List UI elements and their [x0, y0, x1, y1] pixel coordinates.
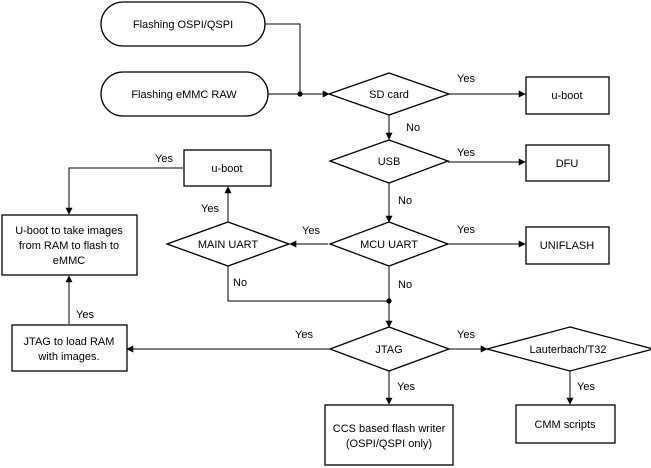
jtag-load-ram-box: JTAG to load RAM with images.	[11, 324, 128, 372]
jtag-decision: JTAG	[328, 326, 451, 372]
ccs-flash-writer-box: CCS based flash writer (OSPI/QSPI only)	[324, 404, 454, 466]
sd-card-no-label: No	[406, 122, 420, 134]
jtag-load-ram-line2: with images.	[37, 351, 99, 363]
uboot-left-box: u-boot	[183, 149, 272, 187]
uboot-right-label: u-boot	[551, 90, 582, 102]
main-uart-decision: MAIN UART	[165, 221, 291, 267]
top-junction-dot	[297, 91, 303, 97]
flashing-emmc-raw-label: Flashing eMMC RAW	[131, 89, 237, 101]
lower-junction-dot	[386, 298, 392, 304]
uniflash-label: UNIFLASH	[540, 240, 594, 252]
uboot-to-uboot-ram-arrow	[65, 167, 183, 215]
main-uart-no-line	[227, 266, 389, 302]
main-uart-label: MAIN UART	[198, 239, 259, 251]
ccs-flash-writer-line2: (OSPI/QSPI only)	[346, 438, 432, 450]
cmm-scripts-box: CMM scripts	[515, 404, 616, 444]
mcu-uart-no-label: No	[398, 279, 412, 291]
uboot-ram-to-emmc-line2: from RAM to flash to	[19, 240, 119, 252]
jtag-load-ram-line1: JTAG to load RAM	[24, 336, 115, 348]
uboot-ram-to-emmc-line3: eMMC	[53, 255, 85, 267]
uboot-ram-to-emmc-box: U-boot to take images from RAM to flash …	[1, 214, 138, 276]
mcu-uart-label: MCU UART	[360, 239, 418, 251]
main-uart-no-label: No	[233, 277, 247, 289]
uboot-ram-to-emmc-line1: U-boot to take images	[15, 225, 123, 237]
flashing-ospi-qspi-label: Flashing OSPI/QSPI	[133, 19, 233, 31]
usb-yes-label: Yes	[457, 147, 475, 159]
usb-no-label: No	[398, 195, 412, 207]
sd-card-decision: SD card	[327, 72, 451, 116]
dfu-label: DFU	[556, 158, 579, 170]
uniflash-box: UNIFLASH	[525, 226, 610, 265]
uboot-right-box: u-boot	[525, 76, 610, 115]
uboot-left-yes-label: Yes	[155, 153, 173, 165]
flashing-emmc-raw-terminal: Flashing eMMC RAW	[100, 71, 269, 117]
jtag-yes-down-label: Yes	[397, 381, 415, 393]
lauterbach-yes-label: Yes	[577, 381, 595, 393]
mcu-uart-yes-right-label: Yes	[457, 224, 475, 236]
connectors	[65, 23, 574, 405]
mcu-uart-yes-left-label: Yes	[302, 225, 320, 237]
usb-decision: USB	[328, 139, 450, 184]
ccs-flash-writer-line1: CCS based flash writer	[333, 423, 446, 435]
flashing-ospi-qspi-terminal: Flashing OSPI/QSPI	[100, 1, 266, 47]
sd-card-label: SD card	[369, 89, 409, 101]
jtag-ram-yes-label: Yes	[76, 309, 94, 321]
main-uart-yes-label: Yes	[201, 203, 219, 215]
lauterbach-t32-decision: Lauterbach/T32	[484, 326, 651, 372]
uboot-left-label: u-boot	[211, 163, 242, 175]
edge-labels: Yes No Yes No Yes Yes No Yes No Yes Yes …	[76, 73, 595, 393]
dfu-box: DFU	[525, 144, 610, 182]
lauterbach-t32-label: Lauterbach/T32	[529, 344, 606, 356]
mcu-uart-decision: MCU UART	[328, 221, 450, 267]
jtag-label: JTAG	[375, 344, 402, 356]
jtag-yes-right-label: Yes	[457, 329, 475, 341]
usb-label: USB	[378, 156, 401, 168]
ospi-to-junction-line	[265, 23, 301, 94]
sd-card-yes-label: Yes	[457, 73, 475, 85]
jtag-yes-left-label: Yes	[295, 329, 313, 341]
cmm-scripts-label: CMM scripts	[534, 419, 596, 431]
